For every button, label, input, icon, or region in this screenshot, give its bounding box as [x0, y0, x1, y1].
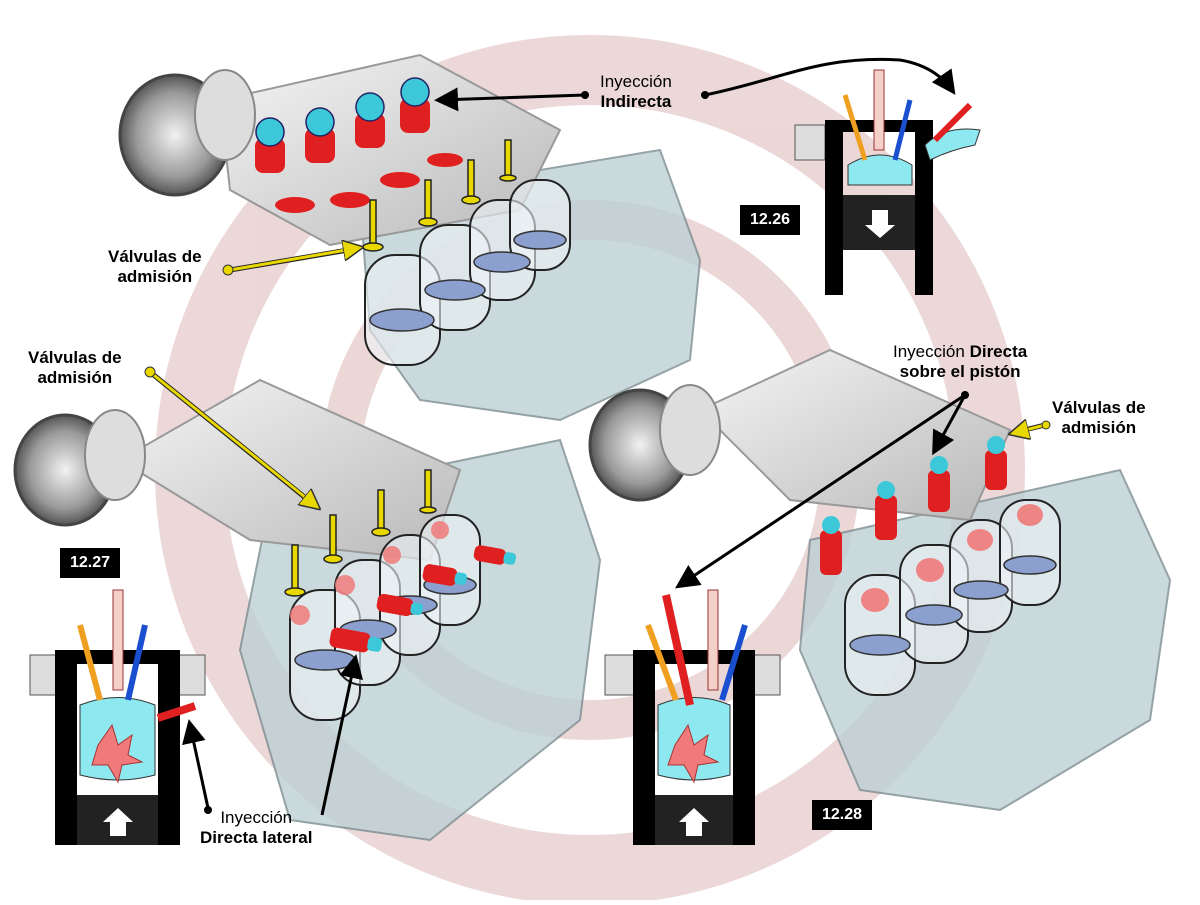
label-direct-piston-bold: Directa	[969, 342, 1028, 361]
label-indirect-line2: Indirecta	[600, 92, 672, 111]
chamber-lateral	[29, 589, 206, 845]
chamber-indirect	[794, 69, 981, 295]
intake-valves-left	[284, 469, 437, 597]
lateral-pointer	[182, 654, 363, 816]
chamber-piston	[604, 589, 781, 845]
figure-number-3: 12.28	[812, 800, 873, 830]
intake-valves-top	[362, 139, 517, 252]
label-valves-right-line1: Válvulas de	[1052, 398, 1146, 417]
indirect-pointer	[434, 57, 956, 112]
valves-right-pointer	[1012, 421, 1051, 433]
label-valves-top-line2: admisión	[117, 267, 193, 286]
lateral-injectors	[329, 545, 517, 653]
engine-left	[13, 378, 602, 842]
piston-injectors	[820, 436, 1007, 575]
engine-right	[588, 348, 1172, 812]
label-indirect-line1: Inyección	[600, 72, 672, 91]
label-valves-left: Válvulas de admisión	[28, 348, 122, 388]
valves-left-pointer	[144, 366, 318, 508]
label-direct-piston: Inyección Directa sobre el pistón	[893, 342, 1027, 382]
indirect-injectors	[255, 77, 463, 213]
valves-top-pointer	[222, 248, 360, 276]
figure-number-2: 12.27	[60, 548, 121, 578]
label-valves-top-line1: Válvulas de	[108, 247, 202, 266]
label-valves-left-line1: Válvulas de	[28, 348, 122, 367]
engine-top	[118, 53, 702, 422]
label-direct-lateral-line1: Inyección	[220, 808, 293, 827]
label-direct-piston-thin: Inyección	[893, 342, 965, 361]
label-direct-lateral: Inyección Directa lateral	[200, 808, 312, 848]
label-valves-left-line2: admisión	[37, 368, 113, 387]
piston-pointer	[675, 391, 969, 589]
label-valves-right-line2: admisión	[1061, 418, 1137, 437]
label-direct-lateral-line2: Directa lateral	[200, 828, 313, 847]
label-direct-piston-line2: sobre el pistón	[899, 362, 1021, 381]
figure-number-1: 12.26	[740, 205, 801, 235]
label-valves-right: Válvulas de admisión	[1052, 398, 1146, 438]
label-indirect: Inyección Indirecta	[600, 72, 672, 112]
label-valves-top: Válvulas de admisión	[108, 247, 202, 287]
